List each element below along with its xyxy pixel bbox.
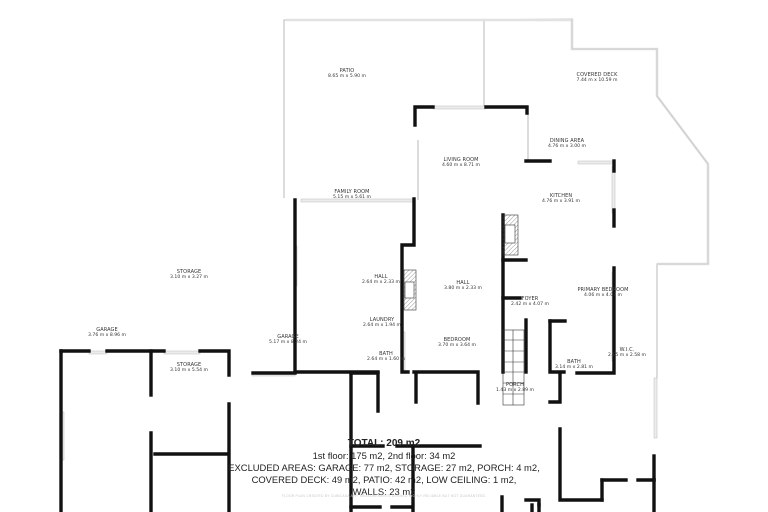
room-wic: W.I.C. 2.15 m x 2.58 m xyxy=(608,347,646,359)
room-name: GARAGE xyxy=(277,334,299,341)
room-dimensions: 1.43 m x 2.89 m xyxy=(496,388,534,394)
room-name: GARAGE xyxy=(96,327,118,334)
room-family-room: FAMILY ROOM 5.15 m x 5.61 m xyxy=(333,189,371,201)
room-bath-2: BATH 3.14 m x 2.81 m xyxy=(555,359,593,371)
room-dimensions: 8.65 m x 5.90 m xyxy=(328,74,366,80)
room-name: COVERED DECK xyxy=(576,72,618,79)
room-name: LIVING ROOM xyxy=(443,157,479,164)
room-hall-2: HALL 3.80 m x 2.33 m xyxy=(444,280,482,292)
room-bedroom: BEDROOM 3.70 m x 3.64 m xyxy=(438,337,476,349)
room-covered-deck: COVERED DECK 7.44 m x 10.59 m xyxy=(577,72,618,84)
floor-areas: 1st floor: 175 m2, 2nd floor: 34 m2 xyxy=(312,450,456,461)
room-living-room: LIVING ROOM 4.60 m x 8.71 m xyxy=(442,157,480,169)
room-foyer: FOYER 2.42 m x 4.07 m xyxy=(511,296,549,308)
room-garage-2: GARAGE 5.17 m x 8.24 m xyxy=(269,334,307,346)
room-dimensions: 2.64 m x 1.60 m xyxy=(367,357,405,363)
room-kitchen: KITCHEN 4.76 m x 3.91 m xyxy=(542,193,580,205)
room-dimensions: 5.15 m x 5.61 m xyxy=(333,195,371,201)
room-storage-2: STORAGE 3.10 m x 5.54 m xyxy=(170,362,208,374)
room-name: W.I.C. xyxy=(619,347,635,354)
room-patio: PATIO 8.65 m x 5.90 m xyxy=(328,68,366,80)
total-area: TOTAL: 209 m2 xyxy=(347,438,421,449)
room-dimensions: 3.14 m x 2.81 m xyxy=(555,365,593,371)
room-dimensions: 3.10 m x 5.54 m xyxy=(170,368,208,374)
walls-area: WALLS: 23 m2 xyxy=(352,486,416,497)
walls xyxy=(59,105,656,512)
room-dimensions: 2.64 m x 1.94 m xyxy=(363,323,401,329)
room-dimensions: 2.15 m x 2.58 m xyxy=(608,353,646,359)
room-hall-1: HALL 2.64 m x 2.33 m xyxy=(362,274,400,286)
room-dimensions: 7.44 m x 10.59 m xyxy=(576,78,618,84)
room-name: DINING AREA xyxy=(549,138,585,145)
room-garage-1: GARAGE 3.76 m x 8.96 m xyxy=(88,327,126,339)
room-dimensions: 4.06 m x 4.07 m xyxy=(584,293,622,299)
room-primary-bedroom: PRIMARY BEDROOM 4.06 m x 4.07 m xyxy=(577,287,628,299)
room-dimensions: 3.10 m x 3.27 m xyxy=(170,275,208,281)
room-dimensions: 5.17 m x 8.24 m xyxy=(269,340,307,346)
room-name: LAUNDRY xyxy=(369,317,395,324)
room-dimensions: 3.70 m x 3.64 m xyxy=(438,343,476,349)
excluded-areas-line-2: COVERED DECK: 49 m2, PATIO: 42 m2, LOW C… xyxy=(251,474,517,485)
room-name: FOYER xyxy=(521,296,539,303)
room-dimensions: 4.60 m x 8.71 m xyxy=(442,163,480,169)
room-name: PRIMARY BEDROOM xyxy=(577,287,629,294)
room-name: FAMILY ROOM xyxy=(334,189,370,196)
room-dimensions: 4.76 m x 3.91 m xyxy=(542,199,580,205)
excluded-areas-line-1: EXCLUDED AREAS: GARAGE: 77 m2, STORAGE: … xyxy=(228,462,540,473)
room-laundry: LAUNDRY 2.64 m x 1.94 m xyxy=(363,317,401,329)
room-name: STORAGE xyxy=(176,269,202,276)
room-dimensions: 4.76 m x 3.00 m xyxy=(548,144,586,150)
disclaimer-note: FLOOR PLAN CREATED BY CUBICASA APP. MEAS… xyxy=(281,494,487,498)
stairs xyxy=(502,329,525,406)
room-bath-1: BATH 2.64 m x 1.60 m xyxy=(367,351,405,363)
room-dimensions: 2.42 m x 4.07 m xyxy=(511,302,549,308)
room-name: STORAGE xyxy=(176,362,202,369)
room-dining-area: DINING AREA 4.76 m x 3.00 m xyxy=(548,138,586,150)
area-summary: TOTAL: 209 m2 1st floor: 175 m2, 2nd flo… xyxy=(0,438,768,498)
room-dimensions: 2.64 m x 2.33 m xyxy=(362,280,400,286)
room-dimensions: 3.80 m x 2.33 m xyxy=(444,286,482,292)
room-name: BEDROOM xyxy=(443,337,471,344)
room-porch: PORCH 1.43 m x 2.89 m xyxy=(496,382,534,394)
fireplaces xyxy=(403,214,519,311)
room-name: KITCHEN xyxy=(549,193,573,200)
room-name: BATH xyxy=(567,359,581,366)
room-dimensions: 3.76 m x 8.96 m xyxy=(88,333,126,339)
room-storage-1: STORAGE 3.10 m x 3.27 m xyxy=(170,269,208,281)
room-name: HALL xyxy=(374,274,388,281)
room-name: HALL xyxy=(456,280,470,287)
room-name: BATH xyxy=(379,351,393,358)
room-name: PORCH xyxy=(506,382,524,389)
room-name: PATIO xyxy=(339,68,355,75)
